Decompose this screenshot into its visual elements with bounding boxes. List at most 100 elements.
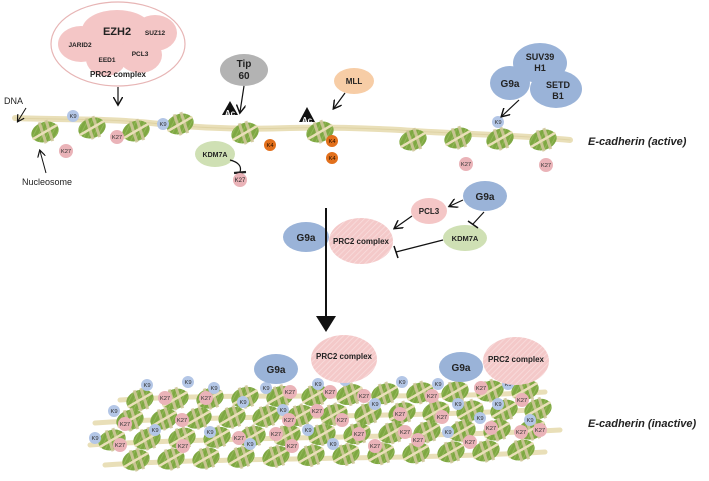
k9-label: K9 <box>434 382 441 388</box>
histone-mark-bottom-52: K27 <box>533 423 547 437</box>
k9-label: K9 <box>444 430 451 436</box>
nucleosome-bottom-45 <box>332 442 360 467</box>
suz12-label: SUZ12 <box>145 30 166 37</box>
prc2-complex-bottom-2 <box>483 337 549 385</box>
k9-label: K9 <box>69 114 76 120</box>
g9a-protein-middle-left <box>283 222 329 252</box>
k9-label: K9 <box>206 430 213 436</box>
histone-mark-bottom-19: K27 <box>310 404 324 418</box>
nucleosome-top-3 <box>122 118 150 143</box>
prc2-complex-bottom-2-label: PRC2 complex <box>488 355 545 364</box>
histone-mark-bottom-51: K27 <box>463 435 477 449</box>
histone-mark-top-5: K4 <box>264 139 276 151</box>
histone-mark-bottom-10: K27 <box>283 385 297 399</box>
k9-label: K9 <box>143 383 150 389</box>
k9-label: K9 <box>329 442 336 448</box>
histone-mark-bottom-38: K27 <box>352 427 366 441</box>
k27-label: K27 <box>465 440 475 446</box>
histone-mark-bottom-36: K27 <box>269 427 283 441</box>
histone-mark-bottom-31: K9 <box>474 412 486 424</box>
mll-protein <box>334 68 374 94</box>
histone-mark-bottom-25: K27 <box>118 417 132 431</box>
suv39h1-label-bottom: H1 <box>534 63 546 73</box>
histone-mark-bottom-32: K9 <box>524 414 536 426</box>
k27-label: K27 <box>201 396 211 402</box>
prc2-complex-bottom-1-label: PRC2 complex <box>316 352 373 361</box>
histone-mark-bottom-20: K9 <box>369 398 381 410</box>
k4-label: K4 <box>328 156 336 162</box>
k9-label: K9 <box>262 386 269 392</box>
k27-label: K27 <box>359 394 369 400</box>
nucleosome-bottom-14 <box>150 406 178 431</box>
nucleosome-top-7 <box>399 127 427 152</box>
ac-label-2: Ac <box>302 116 313 125</box>
g9a-label-middle-right: G9a <box>476 192 495 203</box>
pcl3-subunit <box>118 37 162 73</box>
histone-mark-bottom-7: K9 <box>396 376 408 388</box>
k27-label: K27 <box>437 415 447 421</box>
histone-mark-top-2: K27 <box>110 130 124 144</box>
histone-mark-top-6: K4 <box>326 135 338 147</box>
nucleosome-top-8 <box>444 125 472 150</box>
nucleosome-bottom-15 <box>184 405 212 430</box>
setdb1-protein <box>530 70 582 108</box>
histone-mark-bottom-21: K9 <box>452 398 464 410</box>
k27-label: K27 <box>115 443 125 449</box>
k9-label: K9 <box>526 418 533 424</box>
tip60-protein <box>220 54 268 86</box>
kdm7a-label-middle: KDM7A <box>452 234 479 243</box>
histone-mark-bottom-16: K27 <box>199 391 213 405</box>
tip60-label-top: Tip <box>237 59 252 70</box>
k27-label: K27 <box>370 444 380 450</box>
k27-label: K27 <box>287 444 297 450</box>
nucleosome-bottom-43 <box>262 444 290 469</box>
histone-mark-bottom-14: K27 <box>425 389 439 403</box>
k9-label: K9 <box>454 402 461 408</box>
nucleosome-bottom-47 <box>402 440 430 465</box>
eed1-label: EED1 <box>99 57 116 64</box>
histone-mark-bottom-27: K27 <box>282 413 296 427</box>
k27-label: K27 <box>312 409 322 415</box>
k9-label: K9 <box>494 120 501 126</box>
histone-mark-bottom-13: K27 <box>357 389 371 403</box>
nucleosome-bottom-40 <box>157 446 185 471</box>
k27-label: K27 <box>476 386 486 392</box>
histone-mark-bottom-2: K9 <box>182 376 194 388</box>
prc2-complex-label: PRC2 complex <box>90 70 147 79</box>
acetyl-mark-1 <box>222 101 238 115</box>
nucleosome-top-4 <box>166 111 194 136</box>
nucleosome-bottom-41 <box>192 445 220 470</box>
nucleosome-bottom-34 <box>378 420 406 445</box>
kdm7a-protein-middle <box>443 225 487 251</box>
k9-label: K9 <box>239 400 246 406</box>
mll-label: MLL <box>346 77 363 86</box>
histone-mark-top-9: K27 <box>459 157 473 171</box>
nucleosome-bottom-16 <box>218 404 246 429</box>
g9a-label-bottom-1: G9a <box>267 365 286 376</box>
k27-label: K27 <box>284 418 294 424</box>
histone-mark-top-7: K4 <box>326 152 338 164</box>
k27-label: K27 <box>541 163 551 169</box>
histone-mark-bottom-46: K9 <box>244 438 256 450</box>
k27-label: K27 <box>234 436 244 442</box>
g9a-label-middle-left: G9a <box>297 233 316 244</box>
k27-label: K27 <box>112 135 122 141</box>
g9a-protein-bottom-1 <box>254 354 298 384</box>
k4-label: K4 <box>266 143 274 149</box>
k27-label: K27 <box>325 390 335 396</box>
pcl3-label: PCL3 <box>132 51 149 58</box>
eed1-subunit <box>86 42 126 76</box>
histone-mark-bottom-15: K27 <box>474 381 488 395</box>
k27-label: K27 <box>535 428 545 434</box>
acetyl-mark-2 <box>299 107 315 122</box>
histone-mark-bottom-43: K9 <box>89 432 101 444</box>
nucleosome-bottom-1 <box>126 387 154 412</box>
k27-label: K27 <box>337 418 347 424</box>
histone-mark-bottom-11: K27 <box>158 391 172 405</box>
kdm7a-protein-top <box>195 141 235 167</box>
k27-label: K27 <box>354 432 364 438</box>
histone-mark-bottom-48: K9 <box>327 438 339 450</box>
k27-label: K27 <box>486 426 496 432</box>
histone-mark-bottom-33: K9 <box>149 424 161 436</box>
